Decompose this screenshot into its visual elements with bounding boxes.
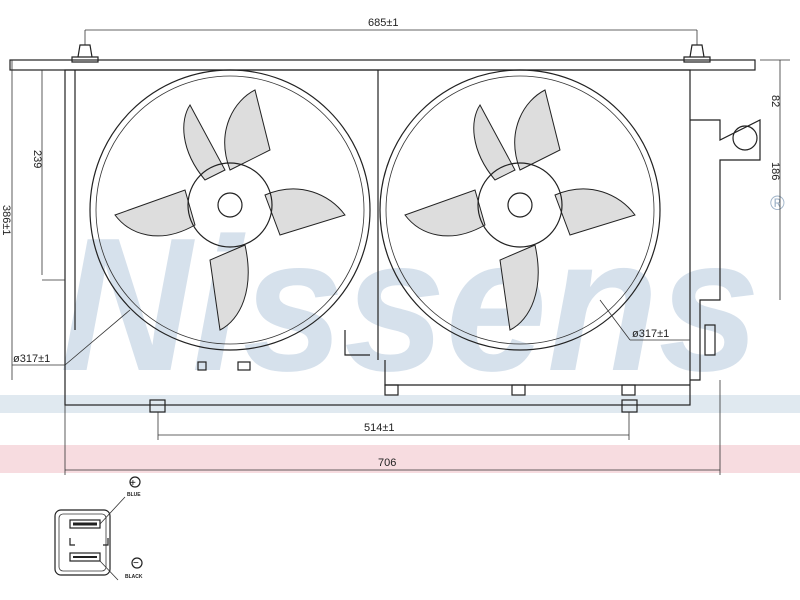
frame-top-rail: [9, 59, 756, 71]
watermark-band-red: [0, 445, 800, 473]
fan-left: [89, 69, 371, 351]
dim-right-top: 82: [769, 95, 781, 107]
dim-right-height: 186: [769, 162, 781, 180]
dim-mount-spacing: 514±1: [364, 422, 395, 434]
fan-right: [379, 69, 661, 351]
registered-mark: ®: [770, 193, 785, 215]
nissens-watermark: Nissens: [60, 199, 760, 411]
watermark-band-blue: [0, 395, 800, 413]
dim-overall-width: 706: [378, 457, 396, 469]
negative-terminal-symbol: −: [133, 558, 139, 569]
dim-left-height: 386±1: [0, 205, 12, 236]
mount-foot-right: [621, 399, 638, 413]
negative-wire-label: BLACK: [125, 574, 143, 580]
mount-hole: [732, 125, 758, 151]
electrical-connector: + BLUE − BLACK: [54, 476, 143, 581]
dim-fan-diameter-left: ø317±1: [13, 353, 50, 365]
dim-top-width: 685±1: [368, 17, 399, 29]
dim-fan-diameter-right: ø317±1: [632, 328, 669, 340]
positive-terminal-symbol: +: [130, 478, 136, 489]
dim-left-inner: 239: [31, 150, 43, 168]
positive-wire-label: BLUE: [127, 492, 141, 498]
mount-foot-left: [149, 399, 166, 413]
